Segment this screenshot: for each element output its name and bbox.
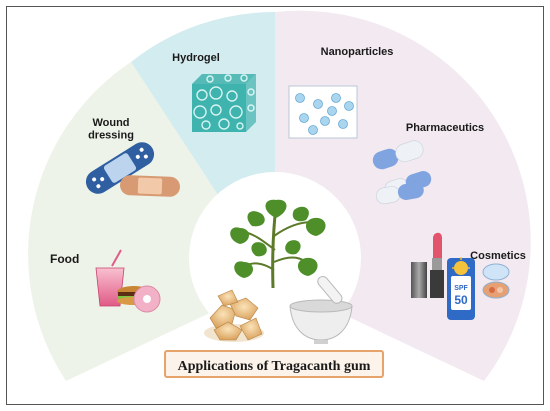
caption-box: Applications of Tragacanth gum [164,350,384,378]
mortar-pestle-icon [289,275,353,344]
label-line: Cosmetics [470,250,526,262]
cosmetics-icon: SPF 50 [411,232,510,320]
gum-crystals-icon [204,289,264,342]
bandage-icon [85,142,180,197]
diagram-title: Applications of Tragacanth gum [178,359,371,374]
svg-text:Hydrogel: Hydrogel [172,52,220,64]
label-nanoparticles: Nanoparticles [321,46,394,58]
label-line: Hydrogel [172,52,220,64]
svg-text:Nanoparticles: Nanoparticles [321,46,394,58]
label-cosmetics: Cosmetics [470,250,526,262]
svg-text:50: 50 [454,293,468,307]
label-line: Wound [92,117,129,129]
hydrogel-cube-icon [192,74,256,132]
label-line: Pharmaceutics [406,122,484,134]
svg-text:Pharmaceutics: Pharmaceutics [406,122,484,134]
svg-text:Food: Food [50,252,79,266]
food-icon [95,249,161,313]
svg-text:Cosmetics: Cosmetics [470,250,526,262]
svg-text:SPF: SPF [454,285,468,292]
capsule-icon [372,140,432,205]
label-hydrogel: Hydrogel [172,52,220,64]
plant-icon [230,199,326,289]
label-pharmaceutics: Pharmaceutics [406,122,484,134]
nanoparticles-icon [288,85,358,139]
label-line: Nanoparticles [321,46,394,58]
label-line: Food [50,252,79,266]
label-food: Food [50,252,79,266]
label-line: dressing [88,130,134,142]
